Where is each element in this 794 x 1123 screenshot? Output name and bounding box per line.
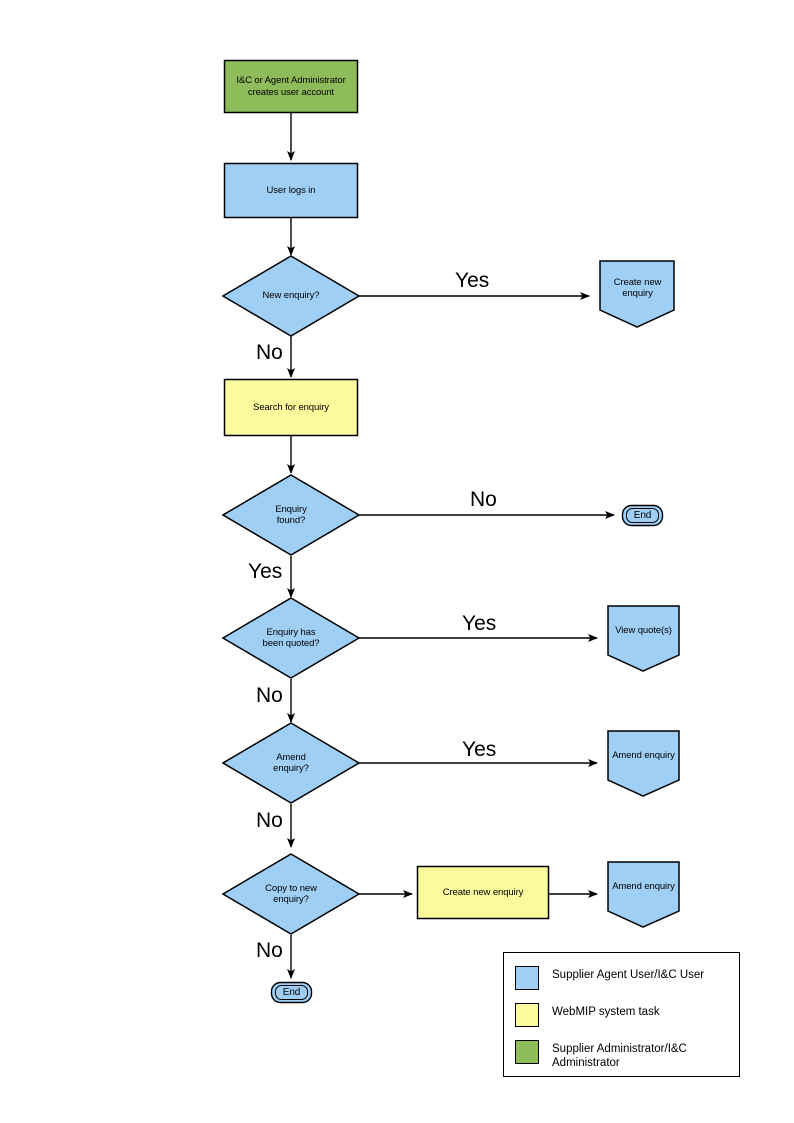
legend-swatch-yellow xyxy=(515,1003,539,1027)
node-n13-shape xyxy=(416,865,550,920)
node-n6-shape xyxy=(221,474,361,556)
edge-label-yes-enquiry-found: Yes xyxy=(248,560,283,583)
legend-item-supplier-agent-user: Supplier Agent User/I&C User xyxy=(515,966,704,990)
node-n2-shape xyxy=(223,162,359,219)
node-n5-shape xyxy=(223,378,359,437)
node-n14-shape xyxy=(607,861,680,928)
legend-swatch-green xyxy=(515,1040,539,1064)
node-n1-shape xyxy=(223,59,359,114)
legend-label-supplier-administrator: Supplier Administrator/I&C Administrator xyxy=(552,1043,687,1069)
edge-label-yes-amend: Yes xyxy=(462,738,497,761)
legend-label-webmip-system-task: WebMIP system task xyxy=(552,1006,660,1018)
node-n15-shape xyxy=(270,981,313,1004)
node-n11-shape xyxy=(607,730,680,797)
legend: Supplier Agent User/I&C User WebMIP syst… xyxy=(503,952,740,1077)
node-n10-shape xyxy=(221,722,361,804)
node-n4-shape xyxy=(599,260,675,328)
node-n9-shape xyxy=(607,605,680,672)
legend-item-webmip-system-task: WebMIP system task xyxy=(515,1003,660,1027)
edge-label-yes-new-enquiry: Yes xyxy=(455,269,490,292)
edge-label-yes-quoted: Yes xyxy=(462,612,497,635)
legend-swatch-blue xyxy=(515,966,539,990)
edge-label-no-amend: No xyxy=(256,809,283,832)
connectors xyxy=(287,113,615,979)
node-n3-shape xyxy=(221,255,361,337)
edge-label-no-enquiry-found: No xyxy=(470,488,497,511)
node-n12-shape xyxy=(221,853,361,935)
node-n8-shape xyxy=(221,597,361,679)
node-n15-inner xyxy=(275,985,308,1000)
edge-label-no-new-enquiry: No xyxy=(256,341,283,364)
edge-label-no-quoted: No xyxy=(256,684,283,707)
legend-label-supplier-agent-user: Supplier Agent User/I&C User xyxy=(552,969,705,981)
node-n7-shape xyxy=(621,504,664,527)
node-n7-inner xyxy=(626,508,659,523)
edge-label-no-copy: No xyxy=(256,939,283,962)
legend-item-supplier-administrator: Supplier Administrator/I&C Administrator xyxy=(515,1040,687,1070)
